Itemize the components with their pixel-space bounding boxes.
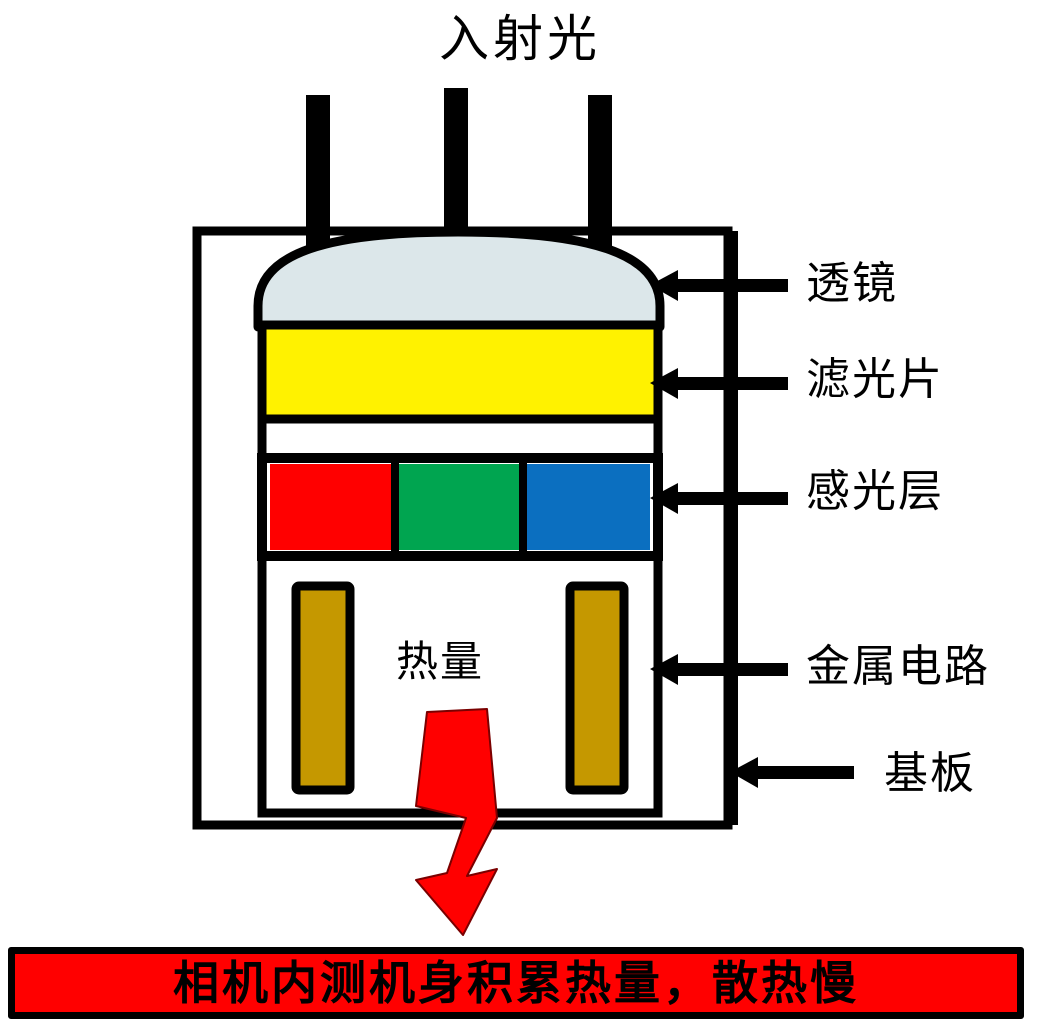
- label-substrate: 基板: [884, 748, 976, 799]
- green-photosite: [398, 464, 520, 550]
- heat-flow-arrow: [415, 708, 498, 936]
- metal-trace-left: [291, 581, 355, 795]
- warning-banner-text: 相机内测机身积累热量，散热慢: [173, 956, 859, 1010]
- metal-circuit-traces: [291, 581, 629, 795]
- blue-photosite: [526, 464, 650, 550]
- red-photosite: [270, 464, 392, 550]
- callout-substrate: [730, 757, 854, 788]
- warning-banner: 相机内测机身积累热量，散热慢: [8, 947, 1024, 1019]
- page-title: 入射光: [439, 10, 601, 68]
- photosite-divider-right: [519, 460, 527, 554]
- label-photosensitive-layer: 感光层: [806, 466, 944, 517]
- callout-metal: [650, 654, 788, 685]
- label-lens: 透镜: [806, 258, 898, 309]
- photosensitive-layer: [257, 453, 663, 561]
- lens-dome: [253, 227, 665, 332]
- label-heat: 热量: [396, 637, 485, 686]
- callout-filter: [650, 368, 788, 399]
- photosite-divider-left: [391, 460, 399, 554]
- label-filter: 滤光片: [806, 354, 944, 405]
- callout-lens: [650, 270, 788, 301]
- label-metal-circuit: 金属电路: [806, 641, 990, 692]
- callout-leaders: [650, 231, 854, 825]
- callout-spine: [729, 231, 738, 825]
- metal-trace-right: [565, 581, 629, 795]
- color-filter-layer: [257, 320, 663, 424]
- callout-sensor: [650, 483, 788, 514]
